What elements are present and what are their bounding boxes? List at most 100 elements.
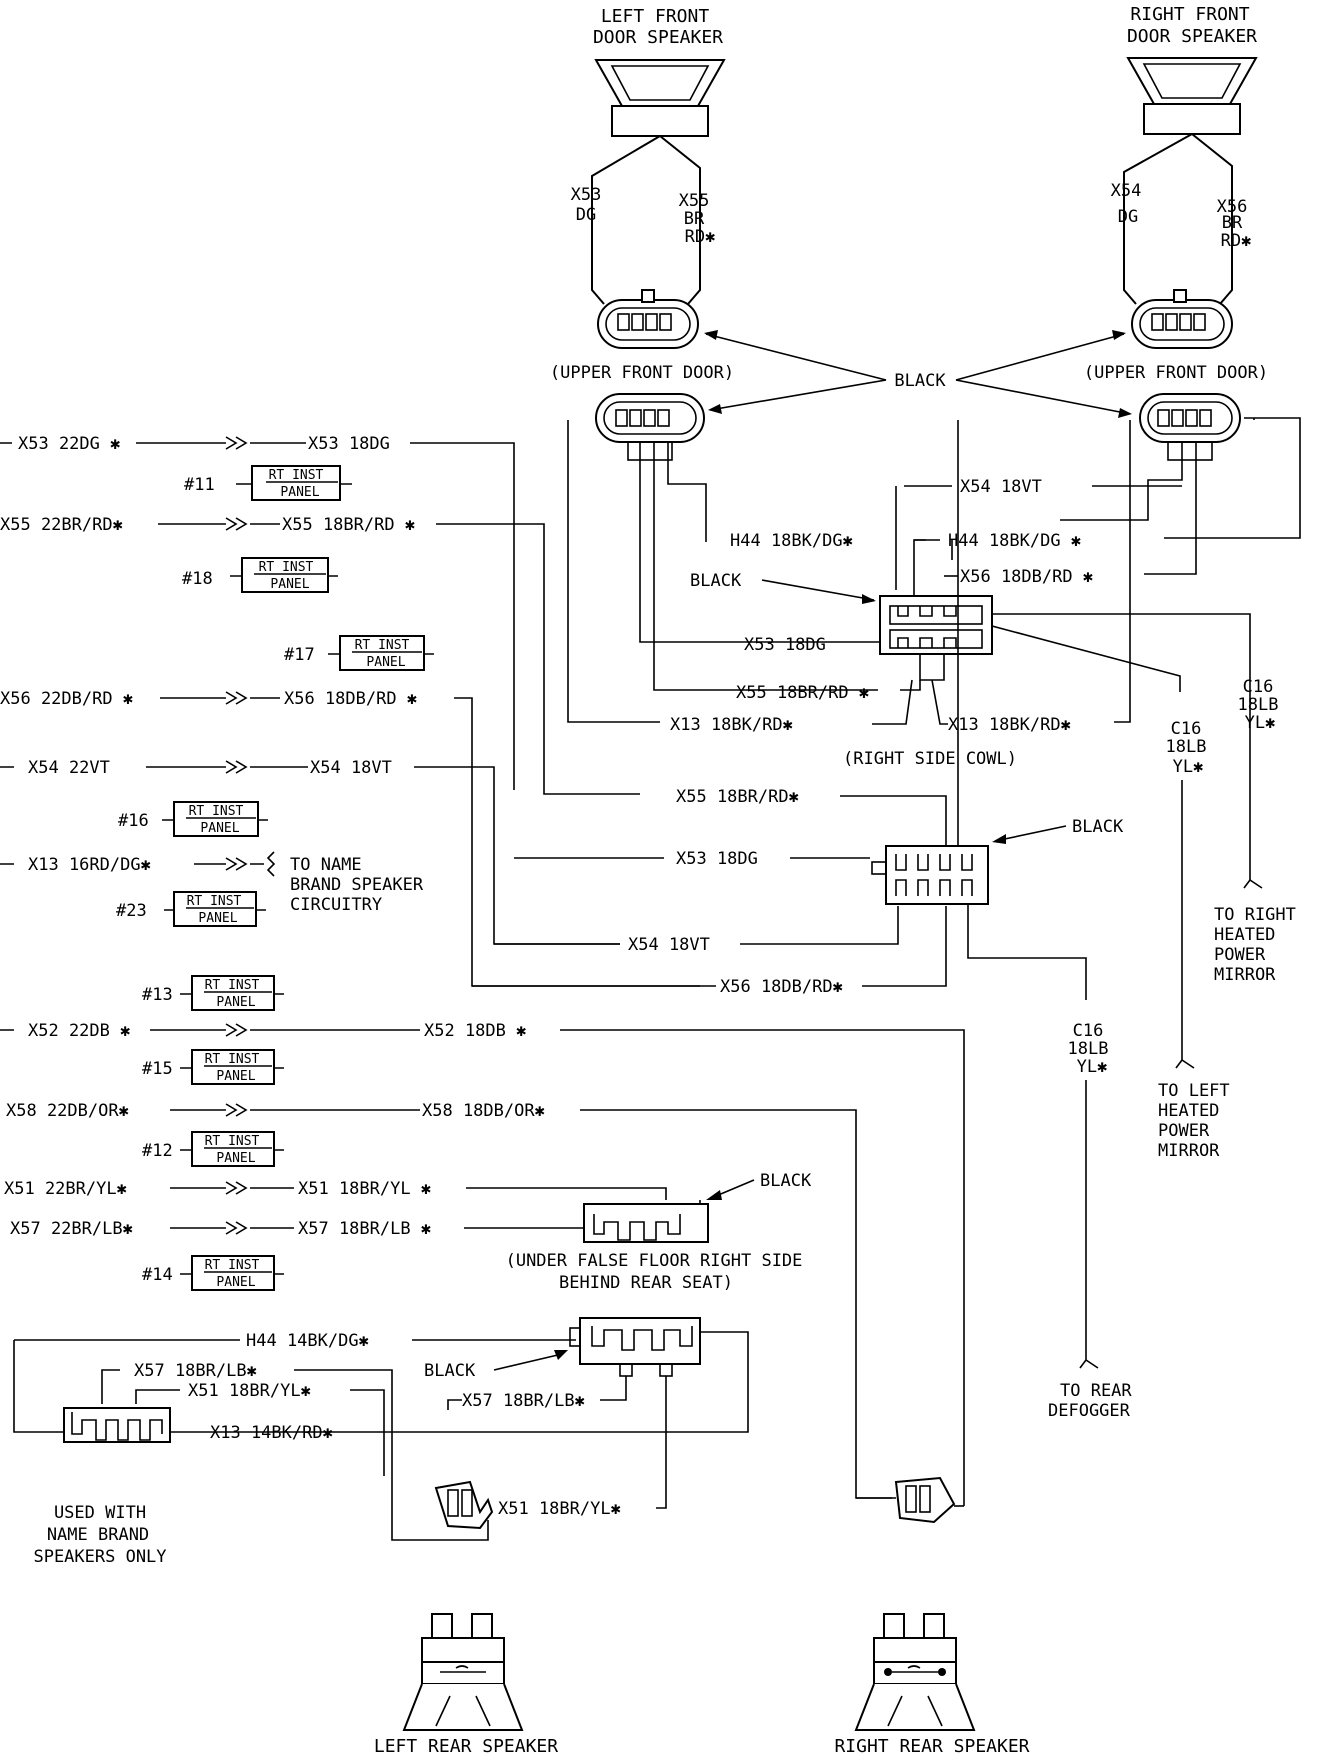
rear-x51b-label: X51 18BR/YL✱	[498, 1499, 621, 1519]
c16-low-l2: 18LB	[1068, 1039, 1109, 1059]
cowl-x54-wire	[1060, 442, 1183, 521]
breakpoint-x53	[225, 436, 248, 450]
cowl-x56-wire	[1144, 442, 1197, 575]
panel-ref-11: #11 RT INST PANEL	[184, 465, 352, 501]
rear-x57-label: X57 18BR/LB✱	[134, 1361, 257, 1381]
left-upper-door-connector-pair: (UPPER FRONT DOOR)	[550, 289, 734, 461]
feed-x55-right: X55 18BR/RD ✱	[282, 515, 415, 535]
cowl-h44-left-wire	[667, 442, 707, 540]
panel-ref-17-num: #17	[284, 645, 315, 665]
feed-x54-left: X54 22VT	[28, 758, 110, 778]
feed-x58-right: X58 18DB/OR✱	[422, 1101, 545, 1121]
right-front-speaker-title-1: RIGHT FRONT	[1130, 4, 1249, 25]
panel-ref-11-l1: RT INST	[269, 468, 324, 483]
rf-wire-x56-label: X56	[1217, 197, 1248, 217]
left-rear-plug	[434, 1480, 494, 1530]
rear-h44-label: H44 14BK/DG✱	[246, 1331, 369, 1351]
feed-x51-right: X51 18BR/YL ✱	[298, 1179, 431, 1199]
mid-x55-label: X55 18BR/RD✱	[676, 787, 799, 807]
dest-defogger-2: DEFOGGER	[1048, 1401, 1131, 1421]
left-front-speaker-cone-inner	[610, 65, 710, 101]
cowl-x55-wire	[653, 442, 878, 691]
rear-x57b-label: X57 18BR/LB✱	[462, 1391, 585, 1411]
cowl-x13-right-wire	[1114, 420, 1131, 723]
lf-wire-x53-label: X53	[571, 185, 602, 205]
black-connector-callout: BLACK	[704, 330, 1132, 418]
mid-connector	[885, 845, 989, 905]
panel-ref-23-l1: RT INST	[187, 894, 242, 909]
used-with-3: SPEAKERS ONLY	[33, 1547, 166, 1567]
right-upper-door-connector-pair: (UPPER FRONT DOOR)	[1084, 289, 1268, 461]
right-side-cowl-label: (RIGHT SIDE COWL)	[843, 749, 1017, 769]
panel-ref-18: #18 RT INST PANEL	[182, 557, 338, 593]
left-door-connector-lower-tab	[627, 441, 673, 461]
panel-ref-18-num: #18	[182, 569, 213, 589]
rf-wire-x54	[1123, 133, 1193, 305]
cowl-x13-left-wire	[567, 420, 660, 723]
feed-x58-left: X58 22DB/OR✱	[6, 1101, 129, 1121]
left-feed-lines: X53 22DG ✱ X53 18DG X55 22BR/RD✱ X55 18B…	[0, 434, 965, 1506]
dest-right-mirror-4: MIRROR	[1214, 965, 1276, 985]
right-door-connector-lower-tab	[1167, 441, 1213, 461]
cowl-x55-label: X55 18BR/RD ✱	[736, 683, 869, 703]
dest-left-mirror-2: HEATED	[1158, 1101, 1219, 1121]
destinations: TO RIGHT HEATED POWER MIRROR TO LEFT HEA…	[1048, 879, 1296, 1421]
feed-x52-right: X52 18DB ✱	[424, 1021, 526, 1041]
right-door-connector-upper-pins	[1151, 313, 1206, 331]
panel-ref-16: #16 RT INST PANEL	[118, 801, 268, 837]
panel-ref-13: #13 RT INST PANEL	[142, 975, 284, 1011]
mid-connector-group: X55 18BR/RD✱ X53 18DG X54 18VT X56 18DB/…	[472, 418, 1255, 1000]
left-upper-front-door-label: (UPPER FRONT DOOR)	[550, 363, 734, 383]
c16-mid-wire	[991, 625, 1181, 692]
c16-mid-l2: 18LB	[1166, 737, 1207, 757]
arrow-to-right-lower	[955, 379, 1131, 415]
lf-wire-x53	[591, 135, 661, 305]
right-front-speaker: RIGHT FRONT DOOR SPEAKER X54 DG X56 BR R…	[1111, 4, 1258, 305]
under-floor-label-2: BEHIND REAR SEAT)	[559, 1273, 733, 1293]
under-floor-label-1: (UNDER FALSE FLOOR RIGHT SIDE	[506, 1251, 803, 1271]
dest-defogger-1: TO REAR	[1060, 1381, 1132, 1401]
cowl-x56-label: X56 18DB/RD ✱	[960, 567, 1093, 587]
feed-x54-right: X54 18VT	[310, 758, 392, 778]
panel-ref-17: #17 RT INST PANEL	[284, 635, 434, 671]
black-label-mid: BLACK	[1072, 817, 1124, 837]
dest-left-mirror-3: POWER	[1158, 1121, 1210, 1141]
panel-ref-14-num: #14	[142, 1265, 173, 1285]
left-front-speaker-title-1: LEFT FRONT	[601, 6, 710, 27]
name-brand-brace	[266, 851, 276, 877]
panel-ref-13-l2: PANEL	[216, 995, 255, 1010]
rf-wire-x56	[1191, 133, 1233, 305]
cowl-h44-right-label: H44 18BK/DG ✱	[948, 531, 1081, 551]
left-rear-speaker: LEFT REAR SPEAKER	[374, 1613, 558, 1754]
left-front-speaker-magnet	[611, 105, 709, 137]
right-door-connector-latch	[1173, 289, 1187, 303]
left-door-connector-latch	[641, 289, 655, 303]
c16-right-wire	[992, 613, 1251, 880]
panel-ref-18-l2: PANEL	[270, 577, 309, 592]
feed-x55-left: X55 22BR/RD✱	[0, 515, 123, 535]
panel-ref-23-num: #23	[116, 901, 147, 921]
left-door-connector-lower-inner	[603, 401, 697, 435]
arrow-to-left-lower	[709, 379, 887, 411]
rear-connector	[579, 1317, 701, 1365]
rf-wire-x54-label: X54	[1111, 181, 1142, 201]
c16-right-l2: 18LB	[1238, 695, 1279, 715]
c16-low-l3: YL✱	[1077, 1057, 1108, 1077]
panel-ref-17-l1: RT INST	[355, 638, 410, 653]
dest-left-mirror-1: TO LEFT	[1158, 1081, 1230, 1101]
panel-ref-18-l1: RT INST	[259, 560, 314, 575]
panel-ref-15-l1: RT INST	[205, 1052, 260, 1067]
panel-ref-16-num: #16	[118, 811, 149, 831]
name-brand-line-1: TO NAME	[290, 855, 362, 875]
under-floor-connector	[583, 1203, 709, 1243]
c16-labels: C16 18LB YL✱ C16 18LB YL✱ C16 18LB YL✱	[1068, 677, 1279, 1077]
mid-x56-label: X56 18DB/RD✱	[720, 977, 843, 997]
cowl-x54-label: X54 18VT	[960, 477, 1042, 497]
dest-right-mirror-2: HEATED	[1214, 925, 1275, 945]
dest-left-mirror-4: MIRROR	[1158, 1141, 1220, 1161]
right-rear-speaker-label: RIGHT REAR SPEAKER	[834, 1736, 1029, 1754]
feed-x52-left: X52 22DB ✱	[28, 1021, 130, 1041]
panel-ref-16-l2: PANEL	[200, 821, 239, 836]
panel-ref-12-l1: RT INST	[205, 1134, 260, 1149]
panel-ref-14-l1: RT INST	[205, 1258, 260, 1273]
